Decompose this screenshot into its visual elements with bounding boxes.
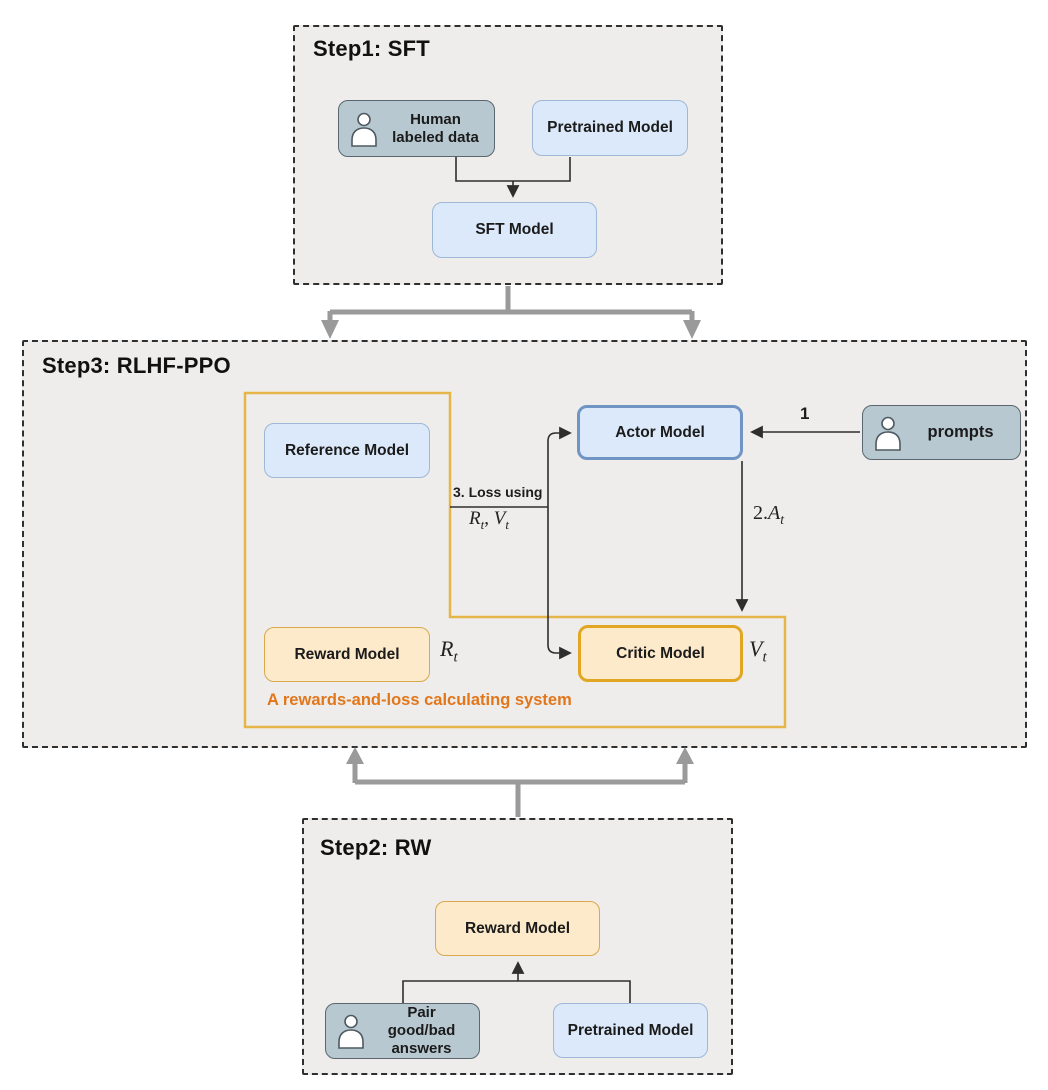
node-label: Reference Model bbox=[284, 441, 410, 459]
reference-model-node: Reference Model bbox=[264, 423, 430, 478]
loss-caption-label: 3. Loss using bbox=[453, 484, 543, 500]
node-label: Pair good/bad answers bbox=[387, 1004, 456, 1057]
pair-good-bad-answers-node: Pair good/bad answers bbox=[325, 1003, 480, 1059]
pretrained-model-node-step2: Pretrained Model bbox=[553, 1003, 708, 1058]
step2-title: Step2: RW bbox=[320, 835, 432, 860]
step2-to-step3-arrowhead-left bbox=[346, 747, 364, 764]
prompts-node: prompts bbox=[862, 405, 1021, 460]
node-label: Human labeled data bbox=[392, 110, 479, 146]
node-label: Reward Model bbox=[464, 919, 571, 937]
reward-model-node-step2: Reward Model bbox=[435, 901, 600, 956]
loss-terms-label: Rt, Vt bbox=[469, 508, 509, 532]
node-label: Actor Model bbox=[615, 423, 705, 441]
node-label: Pretrained Model bbox=[547, 119, 673, 136]
loss-to-actor-arrow bbox=[547, 426, 572, 507]
loss-to-critic-arrow bbox=[547, 507, 572, 660]
step3-title: Step3: RLHF-PPO bbox=[42, 353, 231, 378]
step1-title: Step1: SFT bbox=[313, 36, 430, 61]
step1-to-step3-arrowhead-left bbox=[321, 320, 339, 339]
step2-to-step3-connector bbox=[352, 764, 688, 817]
step1-to-step3-arrowhead-right bbox=[683, 320, 701, 339]
step1-merge-line bbox=[455, 157, 571, 182]
person-icon bbox=[336, 1013, 366, 1049]
advantage-label: 2.At bbox=[753, 502, 784, 527]
node-label: Critic Model bbox=[616, 644, 705, 662]
reward-model-node-step3: Reward Model bbox=[264, 627, 430, 682]
node-label: prompts bbox=[927, 423, 994, 441]
step3-group: Step3: RLHF-PPO bbox=[22, 340, 1027, 748]
pretrained-model-node-step1: Pretrained Model bbox=[532, 100, 688, 156]
value-signal-label: Vt bbox=[749, 636, 767, 666]
reward-signal-label: Rt bbox=[440, 636, 458, 666]
arrow-1-label: 1 bbox=[800, 404, 810, 423]
node-label: Pretrained Model bbox=[567, 1021, 694, 1039]
human-labeled-data-node: Human labeled data bbox=[338, 100, 495, 157]
person-icon bbox=[349, 111, 379, 147]
node-label: Reward Model bbox=[294, 645, 400, 663]
step2-to-step3-arrowhead-right bbox=[676, 747, 694, 764]
person-icon bbox=[873, 415, 903, 451]
step1-to-step3-connector bbox=[327, 286, 695, 322]
critic-model-node: Critic Model bbox=[578, 625, 743, 682]
sft-model-node: SFT Model bbox=[432, 202, 597, 258]
system-caption-label: A rewards-and-loss calculating system bbox=[267, 691, 572, 709]
rewards-loss-system-outline bbox=[243, 391, 787, 729]
node-label: SFT Model bbox=[475, 221, 554, 238]
step2-merge-line bbox=[402, 980, 631, 1003]
actor-model-node: Actor Model bbox=[577, 405, 743, 460]
